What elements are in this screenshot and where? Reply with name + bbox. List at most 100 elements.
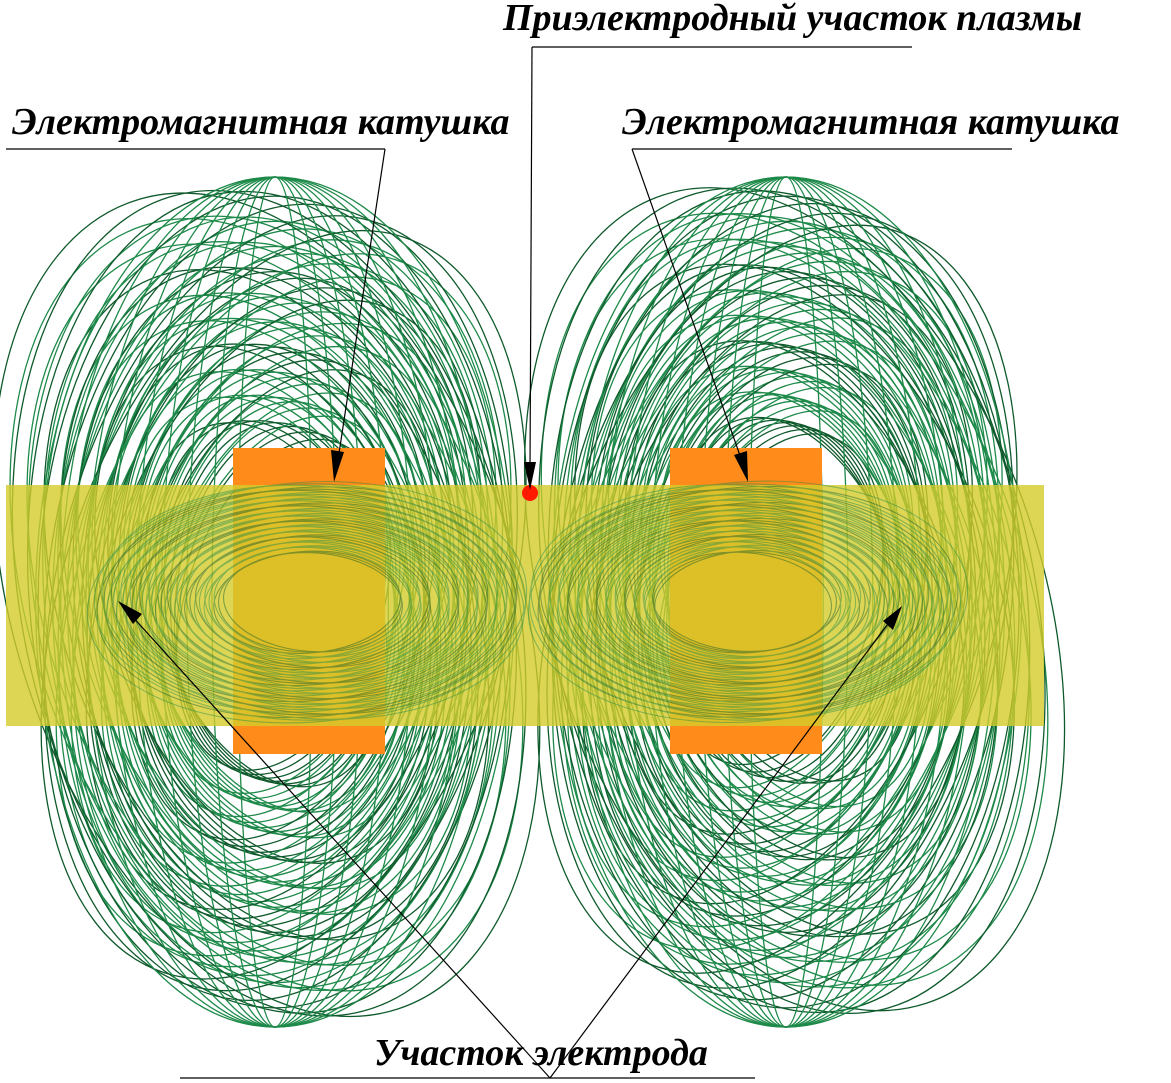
field-line — [558, 499, 926, 704]
field-line — [567, 504, 917, 699]
field-line — [189, 535, 431, 669]
field-line — [120, 494, 506, 710]
field-line — [605, 525, 879, 678]
coil-right-label: Электромагнитная катушка — [622, 101, 1120, 143]
field-line — [198, 540, 422, 664]
plasma-leader-line — [529, 46, 533, 471]
field-line — [213, 546, 413, 658]
field-line — [652, 551, 833, 653]
field-line — [652, 551, 838, 653]
field-line — [179, 530, 441, 674]
field-line — [222, 551, 403, 653]
field-line — [595, 519, 895, 685]
field-line — [96, 486, 518, 719]
field-line — [549, 494, 935, 710]
leader-lines — [6, 46, 1012, 1079]
field-line — [184, 534, 430, 670]
coil-right-leader-line — [631, 148, 744, 465]
field-line — [624, 535, 866, 669]
field-line — [530, 484, 954, 720]
field-line — [576, 507, 920, 697]
field-line — [595, 520, 889, 684]
field-line — [213, 550, 401, 654]
electrode-leader-right — [549, 616, 894, 1079]
field-line — [112, 493, 508, 711]
field-line — [160, 519, 460, 685]
field-line — [103, 488, 517, 716]
plasma-region-dot — [522, 485, 538, 501]
field-line — [595, 517, 901, 686]
field-line — [154, 518, 460, 687]
field-line — [643, 546, 847, 658]
field-line — [586, 514, 904, 690]
coil-left-arrowhead — [331, 450, 344, 482]
coil-left-label: Электромагнитная катушка — [12, 101, 510, 143]
field-line — [194, 536, 432, 668]
field-line — [539, 489, 945, 715]
field-line — [132, 504, 488, 700]
field-line — [642, 546, 842, 658]
field-line — [654, 550, 842, 654]
field-line — [634, 539, 862, 665]
field-line — [538, 488, 952, 716]
electrode-right-arrowhead — [883, 606, 902, 630]
field-line — [556, 496, 939, 707]
field-line — [633, 540, 857, 664]
field-line — [577, 510, 907, 694]
plasma-arrowhead — [524, 462, 536, 490]
field-line — [614, 530, 876, 674]
field-line — [164, 523, 450, 681]
field-line — [576, 509, 914, 695]
field-line — [605, 525, 885, 679]
field-lines-inside-electrode — [86, 480, 969, 724]
field-line — [122, 498, 498, 706]
field-line — [193, 539, 421, 665]
field-line — [528, 483, 962, 721]
arrowheads — [118, 450, 902, 630]
plasma-region-label: Приэлектродный участок плазмы — [502, 0, 1082, 39]
field-line — [185, 531, 441, 674]
field-line — [93, 483, 527, 721]
field-line — [625, 534, 871, 670]
field-line — [110, 489, 516, 715]
field-line — [623, 536, 861, 668]
field-line — [145, 513, 469, 692]
field-line — [151, 514, 469, 690]
field-line — [174, 529, 440, 676]
field-line — [633, 541, 851, 663]
field-line — [101, 484, 525, 720]
field-line — [204, 541, 422, 663]
coil-right-arrowhead — [734, 451, 748, 482]
field-line — [129, 500, 497, 705]
field-line — [614, 530, 870, 673]
field-line — [138, 505, 488, 700]
electrode-left-arrowhead — [118, 601, 142, 624]
coil-left-leader-line — [337, 148, 386, 461]
field-line — [170, 525, 450, 679]
field-line — [166, 520, 460, 684]
field-line — [176, 526, 450, 679]
field-line — [125, 502, 489, 703]
field-line — [208, 546, 412, 658]
field-line — [547, 493, 943, 711]
field-line — [605, 523, 891, 681]
electrode-section-label: Участок электрода — [374, 1032, 708, 1074]
field-line — [148, 510, 478, 694]
field-line — [557, 498, 933, 706]
field-line — [527, 480, 969, 724]
field-line — [566, 501, 930, 702]
field-line — [644, 544, 852, 659]
field-line — [615, 528, 881, 675]
field-line — [547, 491, 949, 713]
field-line — [217, 551, 403, 653]
electrode-leader-left — [130, 614, 551, 1079]
field-line — [567, 504, 923, 700]
field-line — [86, 480, 528, 724]
field-line — [106, 491, 508, 713]
field-line — [586, 512, 910, 691]
field-line — [141, 509, 479, 695]
electrode-band — [6, 485, 1044, 726]
field-line — [157, 515, 469, 689]
field-line — [116, 497, 499, 708]
field-line — [537, 485, 959, 718]
